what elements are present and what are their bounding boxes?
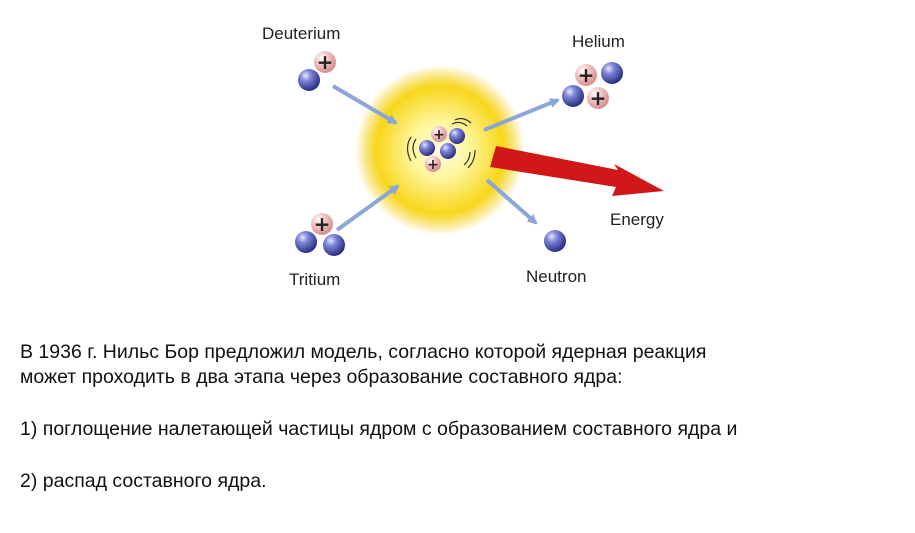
neutron-particle bbox=[544, 230, 566, 252]
energy-label: Energy bbox=[610, 210, 664, 229]
helium-label: Helium bbox=[572, 32, 625, 51]
tritium-arrow bbox=[335, 184, 400, 232]
plus-sign: + bbox=[317, 50, 334, 74]
fusion-reaction-diagram: + Deuterium + Tritium + + Helium Neutron… bbox=[262, 24, 664, 289]
neutron-particle bbox=[449, 128, 465, 144]
neutron-particle bbox=[440, 143, 456, 159]
neutron-particle bbox=[298, 69, 320, 91]
compound-nucleus: + + bbox=[406, 117, 476, 173]
description-text: В 1936 г. Нильс Бор предложил модель, со… bbox=[20, 340, 910, 494]
plus-sign: + bbox=[590, 86, 607, 110]
proton-particle bbox=[431, 126, 447, 142]
neutron-particle bbox=[295, 231, 317, 253]
deuterium-arrow bbox=[331, 84, 398, 125]
neutron-particle bbox=[419, 140, 435, 156]
plus-sign: + bbox=[578, 63, 595, 87]
neutron-particle bbox=[601, 62, 623, 84]
proton-particle bbox=[587, 87, 609, 109]
vibration-lines bbox=[406, 117, 476, 169]
step-2: 2) распад составного ядра. bbox=[20, 470, 267, 492]
tritium-label: Tritium bbox=[289, 270, 340, 289]
tritium-atom: + bbox=[295, 212, 345, 256]
step-1: 1) поглощение налетающей частицы ядром с… bbox=[20, 418, 738, 440]
proton-particle bbox=[575, 64, 597, 86]
plus-sign: + bbox=[427, 157, 439, 173]
neutron-label: Neutron bbox=[526, 267, 586, 286]
helium-atom: + + bbox=[562, 62, 623, 110]
neutron-particle bbox=[323, 234, 345, 256]
plus-sign: + bbox=[314, 212, 331, 236]
energy-arrow bbox=[490, 146, 664, 196]
plus-sign: + bbox=[433, 127, 445, 143]
intro-line-2: может проходить в два этапа через образо… bbox=[20, 366, 623, 388]
intro-line-1: В 1936 г. Нильс Бор предложил модель, со… bbox=[20, 341, 707, 363]
proton-particle bbox=[425, 156, 441, 172]
neutron-particle bbox=[562, 85, 584, 107]
neutron-arrow bbox=[485, 178, 538, 225]
deuterium-atom: + bbox=[298, 50, 336, 91]
proton-particle bbox=[311, 213, 333, 235]
proton-particle bbox=[314, 51, 336, 73]
deuterium-label: Deuterium bbox=[262, 24, 340, 43]
helium-arrow bbox=[483, 98, 560, 132]
